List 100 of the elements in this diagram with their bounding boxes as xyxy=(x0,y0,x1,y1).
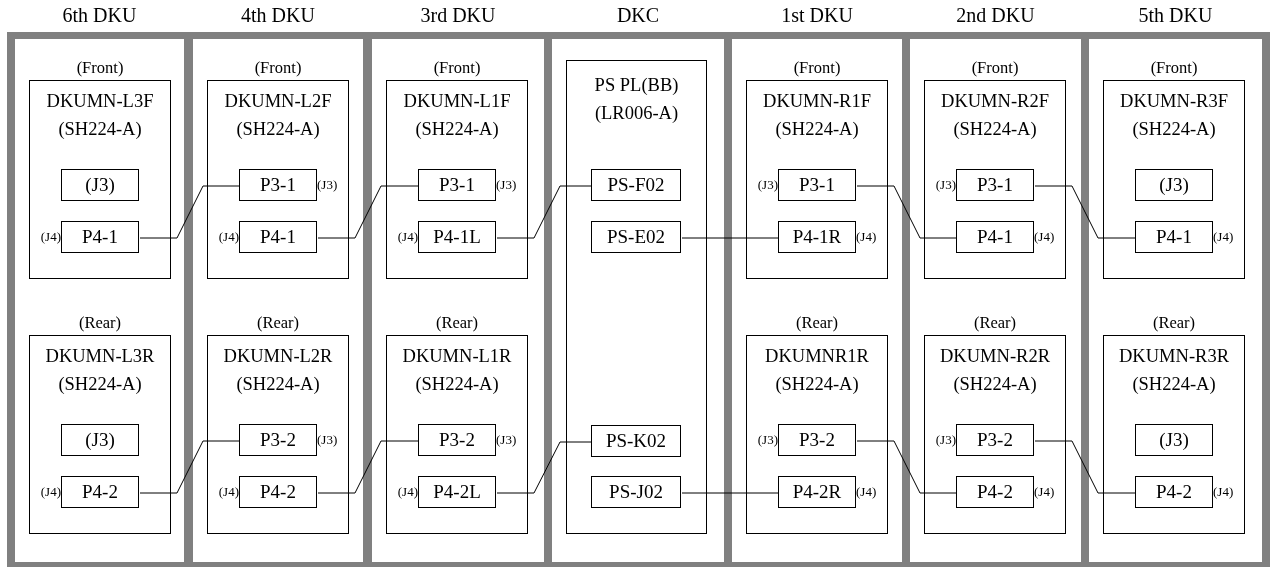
module-position-label: (Rear) xyxy=(972,312,1018,334)
cable-line xyxy=(1034,185,1137,239)
cable-line xyxy=(496,185,593,239)
cable-line xyxy=(856,440,958,494)
connector-label: P4-1 xyxy=(1156,226,1192,248)
connector-label: (J3) xyxy=(85,429,115,451)
connector-label: P4-2 xyxy=(977,481,1013,503)
connector-label: P4-1L xyxy=(433,226,481,248)
pin-label: (J4) xyxy=(1034,484,1055,500)
module-position-label: (Front) xyxy=(432,57,482,79)
module-position-label: (Rear) xyxy=(794,312,840,334)
module-position-label: (Rear) xyxy=(255,312,301,334)
connector-label: P4-2L xyxy=(433,481,481,503)
cable-line xyxy=(496,441,593,494)
connector-label: P4-1 xyxy=(977,226,1013,248)
cable-line xyxy=(139,185,241,239)
connector-label: P4-1 xyxy=(260,226,296,248)
module-position-label: (Front) xyxy=(970,57,1020,79)
bay-heading: 1st DKU xyxy=(780,3,854,28)
pin-label: (J3) xyxy=(317,432,338,448)
connector-label: P3-1 xyxy=(439,174,475,196)
module-name: DKUMN-L3R (SH224-A) xyxy=(44,345,156,396)
pin-label: (J3) xyxy=(757,177,778,193)
connector-label: P4-2 xyxy=(260,481,296,503)
pin-label: (J3) xyxy=(496,432,517,448)
connector-label: PS-F02 xyxy=(607,174,665,196)
bay-heading: 5th DKU xyxy=(1137,3,1214,28)
connector-box xyxy=(591,169,681,201)
bay-heading: DKC xyxy=(615,3,661,28)
module-name: DKUMN-L2R (SH224-A) xyxy=(222,345,334,396)
pin-label: (J4) xyxy=(218,484,239,500)
pin-label: (J4) xyxy=(1213,484,1234,500)
connector-label: P4-1 xyxy=(82,226,118,248)
pin-label: (J4) xyxy=(40,484,61,500)
connector-label: P4-2R xyxy=(792,481,842,503)
connector-label: (J3) xyxy=(1159,174,1189,196)
module-name: DKUMN-L1F (SH224-A) xyxy=(402,90,512,141)
cable-line xyxy=(681,237,780,239)
module-name: DKUMN-L2F (SH224-A) xyxy=(223,90,333,141)
connector-label: P4-2 xyxy=(82,481,118,503)
power-panel-box xyxy=(566,60,707,534)
pin-label: (J4) xyxy=(218,229,239,245)
connector-label: (J3) xyxy=(1159,429,1189,451)
cable-line xyxy=(1034,440,1137,494)
pin-label: (J4) xyxy=(1034,229,1055,245)
pin-label: (J4) xyxy=(397,229,418,245)
connector-label: P3-2 xyxy=(439,429,475,451)
connector-label: PS-E02 xyxy=(606,226,666,248)
module-position-label: (Rear) xyxy=(434,312,480,334)
bay-heading: 3rd DKU xyxy=(419,3,497,28)
module-name: DKUMN-L3F (SH224-A) xyxy=(45,90,155,141)
connector-box xyxy=(591,425,681,457)
module-name: DKUMN-R1F (SH224-A) xyxy=(762,90,872,141)
cable-line xyxy=(317,185,420,239)
connector-label: P4-2 xyxy=(1156,481,1192,503)
pin-label: (J4) xyxy=(40,229,61,245)
module-position-label: (Front) xyxy=(75,57,125,79)
module-position-label: (Rear) xyxy=(1151,312,1197,334)
cable-line xyxy=(317,440,420,494)
module-position-label: (Rear) xyxy=(77,312,123,334)
connector-box xyxy=(61,169,139,201)
bay-heading: 6th DKU xyxy=(61,3,138,28)
cable-line xyxy=(856,185,958,239)
connector-label: P3-1 xyxy=(260,174,296,196)
pin-label: (J3) xyxy=(317,177,338,193)
module-name: DKUMN-R3F (SH224-A) xyxy=(1119,90,1229,141)
pin-label: (J4) xyxy=(397,484,418,500)
connector-label: P3-2 xyxy=(260,429,296,451)
cable-line xyxy=(139,440,241,494)
pin-label: (J3) xyxy=(757,432,778,448)
module-position-label: (Front) xyxy=(792,57,842,79)
module-name: DKUMN-R3R (SH224-A) xyxy=(1118,345,1230,396)
connector-label: P3-1 xyxy=(977,174,1013,196)
module-name: DKUMN-R2R (SH224-A) xyxy=(939,345,1051,396)
connector-label: P3-2 xyxy=(799,429,835,451)
pin-label: (J3) xyxy=(935,177,956,193)
connector-box xyxy=(61,424,139,456)
connector-box xyxy=(1135,169,1213,201)
connector-box xyxy=(591,221,681,253)
connector-label: P3-1 xyxy=(799,174,835,196)
module-position-label: (Front) xyxy=(1149,57,1199,79)
pin-label: (J4) xyxy=(1213,229,1234,245)
connector-label: PS-K02 xyxy=(605,430,667,452)
pin-label: (J4) xyxy=(856,229,877,245)
bay-heading: 2nd DKU xyxy=(955,3,1036,28)
module-name: DKUMN-L1R (SH224-A) xyxy=(401,345,513,396)
connector-box xyxy=(1135,424,1213,456)
connector-label: PS-J02 xyxy=(609,481,663,503)
pin-label: (J3) xyxy=(496,177,517,193)
cable-line xyxy=(681,492,780,494)
module-name: DKUMNR1R (SH224-A) xyxy=(764,345,870,396)
panel-name: PS PL(BB) (LR006-A) xyxy=(593,74,680,125)
connector-label: P4-1R xyxy=(792,226,842,248)
pin-label: (J3) xyxy=(935,432,956,448)
module-position-label: (Front) xyxy=(253,57,303,79)
module-name: DKUMN-R2F (SH224-A) xyxy=(940,90,1050,141)
pin-label: (J4) xyxy=(856,484,877,500)
bay-heading: 4th DKU xyxy=(240,3,316,28)
connector-box xyxy=(591,476,681,508)
connector-label: P3-2 xyxy=(977,429,1013,451)
